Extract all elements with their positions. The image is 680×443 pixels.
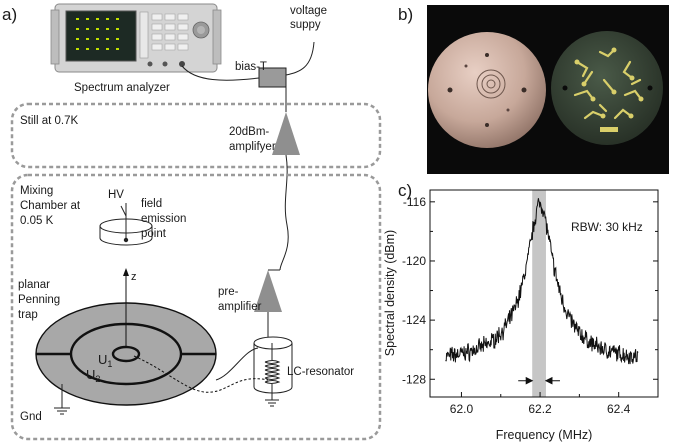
u1-symbol: U [98, 352, 107, 367]
pre-amplifier-icon [254, 270, 282, 312]
pre-amplifier-label: pre- amplifier [218, 286, 262, 313]
mixing-chamber-line-3: 0.05 K [20, 215, 54, 227]
voltage-supply-line-1: voltage [290, 5, 327, 17]
mixing-chamber-line-1: Mixing [20, 185, 53, 197]
y-tick-label: -120 [402, 254, 426, 268]
panel-c-label: c) [398, 181, 412, 200]
amplifier-20dbm-label: 20dBm- amplifyer [229, 126, 276, 153]
amplifier-20dbm-line-2: amplifyer [229, 141, 276, 153]
z-axis-label: z [131, 271, 137, 283]
voltage-supply-line-2: suppy [290, 19, 321, 31]
y-tick-label: -128 [402, 372, 426, 386]
y-tick-label: -116 [403, 195, 426, 209]
trap-photo [427, 5, 669, 174]
cable-amp-to-preamp [279, 154, 289, 271]
analyzer-cable [181, 65, 260, 81]
still-stage-box [10, 102, 382, 169]
u2-symbol: U [86, 367, 95, 382]
y-axis-label: Spectral density (dBm) [383, 230, 397, 356]
planar-penning-line-2: Penning [18, 294, 60, 306]
u2-label: U2 [86, 367, 100, 384]
plot-frame [429, 189, 659, 398]
panel-a-label: a) [2, 5, 17, 24]
penning-trap-icon [35, 268, 269, 406]
lc-resonator-icon [253, 336, 293, 407]
spectrum-analyzer-icon [50, 3, 222, 73]
cable-trap-to-resonator [215, 347, 259, 381]
spectrum-trace-series [445, 198, 639, 365]
planar-penning-label: planar Penning trap [18, 279, 63, 321]
rbw-arrow-right [544, 376, 560, 385]
still-label: Still at 0.7K [20, 115, 78, 127]
field-emission-label: field emission point [141, 198, 190, 240]
ground-icon [54, 384, 70, 415]
spectrum-analyzer-label: Spectrum analyzer [74, 82, 170, 94]
field-emission-cylinder-icon [99, 203, 153, 246]
panel-b-label: b) [398, 5, 413, 24]
field-emission-line-2: emission [141, 213, 186, 225]
bias-t-box [258, 67, 287, 88]
amplifier-20dbm-icon [272, 112, 300, 155]
mixing-chamber-label: Mixing Chamber at 0.05 K [20, 185, 83, 227]
gnd-label: Gnd [20, 411, 42, 423]
planar-penning-line-1: planar [18, 279, 50, 291]
pre-amplifier-line-1: pre- [218, 286, 239, 298]
bias-t-label: bias-T [235, 61, 267, 73]
voltage-supply-label: voltage suppy [290, 5, 330, 31]
voltage-cable [285, 41, 315, 76]
rbw-arrow-left [518, 376, 534, 385]
lc-resonator-label: LC-resonator [287, 366, 354, 378]
spectrum-chart: 62.0 62.2 62.4 -116 -120 -124 -128 RBW: 30 kH… [383, 189, 659, 442]
mixing-chamber-box [10, 173, 382, 441]
y-tick-label: -124 [402, 313, 426, 327]
rbw-annotation: RBW: 30 kHz [571, 220, 643, 234]
x-axis-ticks: 62.0 62.2 62.4 [450, 392, 631, 416]
planar-penning-line-3: trap [18, 309, 38, 321]
u2-subscript: 2 [95, 374, 100, 384]
rbw-band [532, 190, 546, 397]
x-tick-label: 62.4 [607, 402, 631, 416]
hv-label: HV [108, 189, 124, 201]
u1-subscript: 1 [107, 359, 112, 369]
mixing-chamber-line-2: Chamber at [20, 200, 81, 212]
u1-label: U1 [98, 352, 112, 369]
amplifier-20dbm-line-1: 20dBm- [229, 126, 269, 138]
x-axis-label: Frequency (MHz) [496, 428, 593, 442]
y-axis-ticks: -116 -120 -124 -128 [402, 195, 658, 386]
rbw-arrows [518, 376, 560, 385]
pre-amplifier-line-2: amplifier [218, 301, 262, 313]
x-tick-label: 62.2 [528, 402, 552, 416]
field-emission-line-1: field [141, 198, 162, 210]
field-emission-line-3: point [141, 228, 167, 240]
x-tick-label: 62.0 [450, 402, 474, 416]
